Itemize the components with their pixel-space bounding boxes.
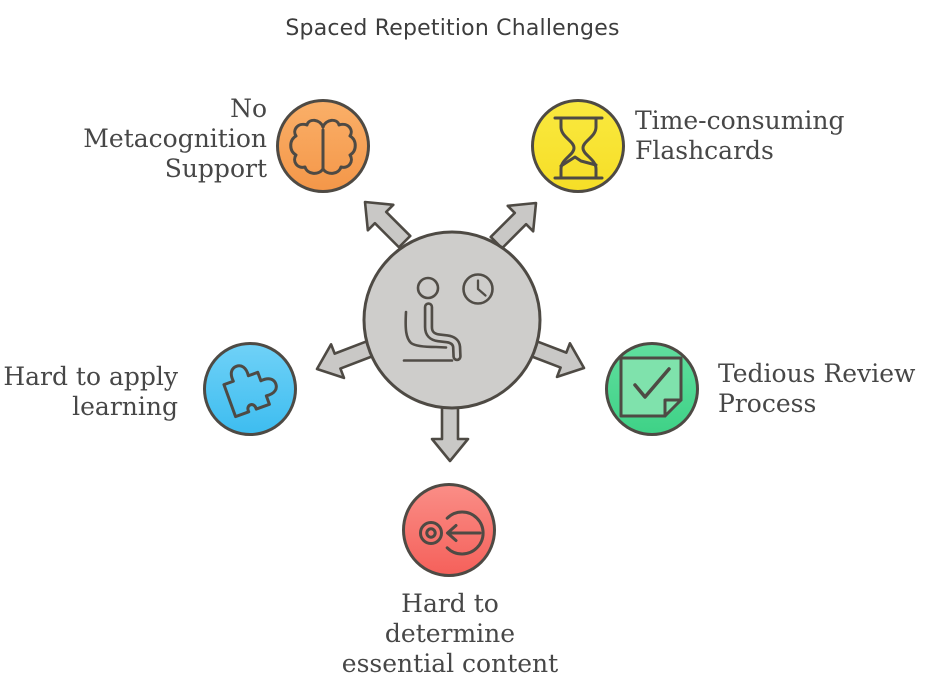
label-hard-to-apply: Hard to apply learning [3,362,178,421]
label-tedious-review: Tedious Review Process [718,359,916,418]
waiting-person-clock-icon [402,273,494,362]
brain-icon [289,118,357,175]
node-tedious-review [605,342,699,436]
arrow-bottom [430,403,470,463]
puzzle-piece-icon [222,364,278,419]
node-no-metacognition [276,99,370,193]
note-check-icon [619,356,683,418]
label-time-consuming: Time-consuming Flashcards [635,106,845,165]
arrow-top-left [363,200,412,249]
hub-circle [362,230,542,410]
target-arrow-icon [419,510,485,556]
label-essential-content: Hard to determine essential content [341,589,559,678]
node-hard-to-apply [203,342,297,436]
node-time-consuming [531,99,625,193]
hourglass-icon [553,116,604,180]
diagram-title: Spaced Repetition Challenges [285,16,620,41]
label-no-metacognition: No Metacognition Support [83,94,267,183]
node-essential-content [402,483,496,577]
